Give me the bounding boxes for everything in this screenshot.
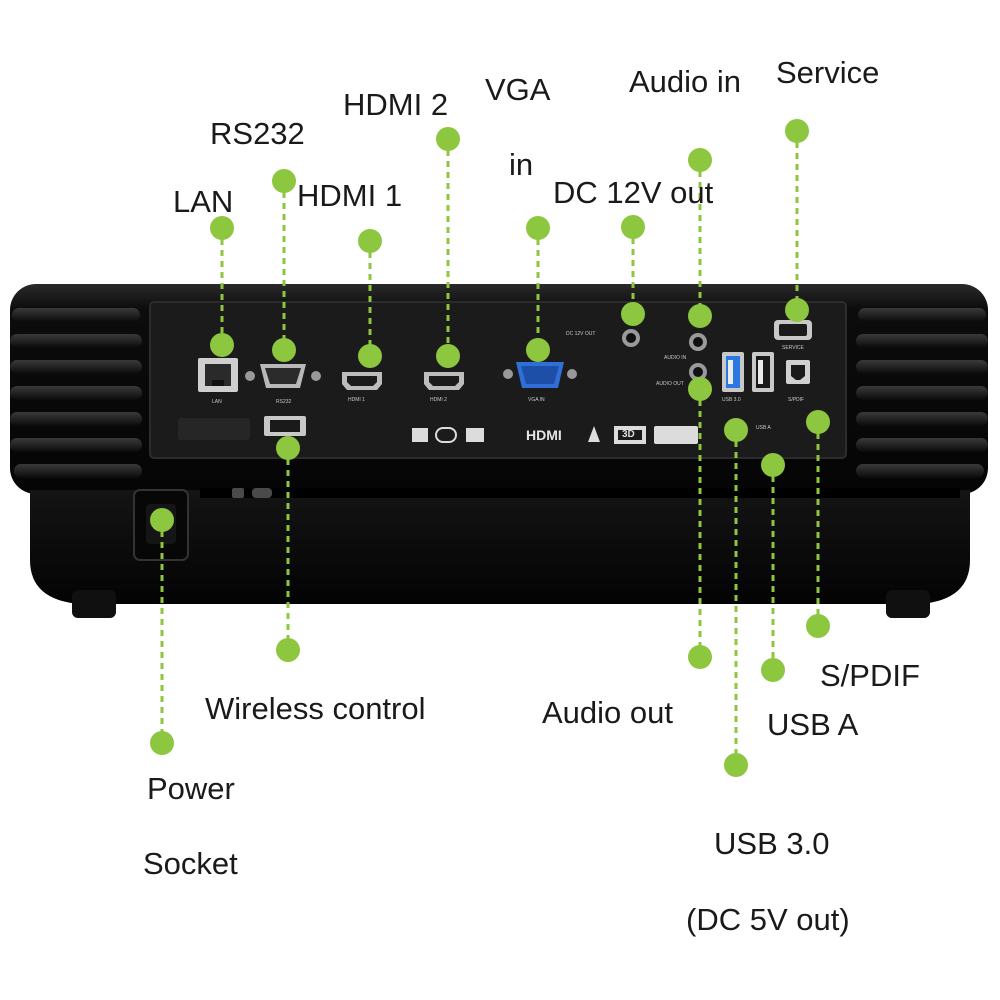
callout-dot-vga-port xyxy=(526,338,550,362)
label-service: Service xyxy=(776,55,880,90)
hdmi2-port[interactable] xyxy=(424,372,464,390)
label-vga-in-line2: in xyxy=(509,147,534,182)
callout-dot-hdmi1-top xyxy=(358,229,382,253)
callout-dot-audio-in-port xyxy=(688,304,712,328)
callout-dot-rs232-top xyxy=(272,169,296,193)
certification-logos xyxy=(412,426,698,444)
vga-port[interactable] xyxy=(503,362,577,388)
lan-port[interactable] xyxy=(198,358,238,392)
callout-dot-audio-out-port xyxy=(688,377,712,401)
panel-print-hdmi2: HDMI 2 xyxy=(430,397,447,403)
right-vent-grille xyxy=(856,308,988,478)
label-audio-out: Audio out xyxy=(542,695,673,730)
service-port[interactable] xyxy=(774,320,812,340)
panel-print-vga-in: VGA IN xyxy=(528,397,545,403)
label-power-socket-line2: Socket xyxy=(143,846,238,881)
hdmi1-port[interactable] xyxy=(342,372,382,390)
right-foot xyxy=(886,590,930,618)
panel-print-rs232: RS232 xyxy=(276,399,292,405)
callout-dot-dc12v-top xyxy=(621,215,645,239)
callout-dot-hdmi2-port xyxy=(436,344,460,368)
label-spdif: S/PDIF xyxy=(820,658,920,693)
left-foot xyxy=(72,590,116,618)
panel-print-dc12v: DC 12V OUT xyxy=(566,331,596,337)
callout-dot-hdmi1-port xyxy=(358,344,382,368)
callout-dot-usb3-port xyxy=(724,418,748,442)
dc12v-port[interactable] xyxy=(622,329,640,347)
callout-dot-power-bottom xyxy=(150,731,174,755)
label-usb3-line1: USB 3.0 xyxy=(714,826,830,861)
callout-dot-audio-in-top xyxy=(688,148,712,172)
label-wireless-control: Wireless control xyxy=(205,691,426,726)
label-dc12v-out: DC 12V out xyxy=(553,175,714,210)
callout-dot-rs232-port xyxy=(272,338,296,362)
left-vent-grille xyxy=(10,308,142,478)
panel-print-hdmi1: HDMI 1 xyxy=(348,397,365,403)
callout-dot-wireless-bottom xyxy=(276,638,300,662)
callout-dot-lan-top xyxy=(210,216,234,240)
callout-dot-usb3-bottom xyxy=(724,753,748,777)
panel-print-usb-a: USB A xyxy=(756,425,771,431)
label-hdmi1: HDMI 1 xyxy=(297,178,403,213)
callout-dot-audio-out-bottom xyxy=(688,645,712,669)
connector-panel xyxy=(149,301,847,459)
callout-dot-service-top xyxy=(785,119,809,143)
callout-dot-spdif-port xyxy=(806,410,830,434)
usb3-port[interactable] xyxy=(722,352,744,392)
panel-print-service: SERVICE xyxy=(782,345,804,351)
label-audio-in: Audio in xyxy=(629,64,742,99)
wireless-control-port[interactable] xyxy=(264,416,306,436)
label-power-socket-line1: Power xyxy=(147,771,235,806)
callout-lines xyxy=(160,131,820,765)
callout-dots xyxy=(150,119,830,777)
panel-print-audio-out: AUDIO OUT xyxy=(656,381,684,387)
callout-dot-hdmi2-top xyxy=(436,127,460,151)
rs232-port[interactable] xyxy=(245,364,321,388)
callout-dot-usb-a-port xyxy=(761,453,785,477)
callout-dot-wireless-port xyxy=(276,436,300,460)
callout-dot-lan-port xyxy=(210,333,234,357)
callout-dot-vga-top xyxy=(526,216,550,240)
panel-print-audio-in: AUDIO IN xyxy=(664,355,687,361)
panel-print-spdif: S/PDIF xyxy=(788,397,805,403)
label-usb3-line2: (DC 5V out) xyxy=(686,902,850,937)
callout-dot-dc12v-port xyxy=(621,302,645,326)
label-vga-in-line1: VGA xyxy=(485,72,551,107)
callout-dot-spdif-bottom xyxy=(806,614,830,638)
hdmi-logo: HDMI xyxy=(526,427,562,443)
callout-dot-power-port xyxy=(150,508,174,532)
label-hdmi2: HDMI 2 xyxy=(343,87,449,122)
callout-dot-usb-a-bottom xyxy=(761,658,785,682)
panel-print-usb3: USB 3.0 xyxy=(722,397,741,403)
spdif-port[interactable] xyxy=(786,360,810,384)
panel-print-lan: LAN xyxy=(212,399,222,405)
callout-dot-service-port xyxy=(785,298,809,322)
label-usb-a: USB A xyxy=(767,707,859,742)
audio-out-port[interactable] xyxy=(689,363,707,381)
label-lan: LAN xyxy=(173,184,234,219)
usb-a-port[interactable] xyxy=(752,352,774,392)
blank-cover xyxy=(178,418,250,440)
label-rs232: RS232 xyxy=(210,116,305,151)
kensington-slot xyxy=(232,488,272,498)
audio-in-port[interactable] xyxy=(689,333,707,351)
3d-logo: 3D xyxy=(622,429,635,440)
